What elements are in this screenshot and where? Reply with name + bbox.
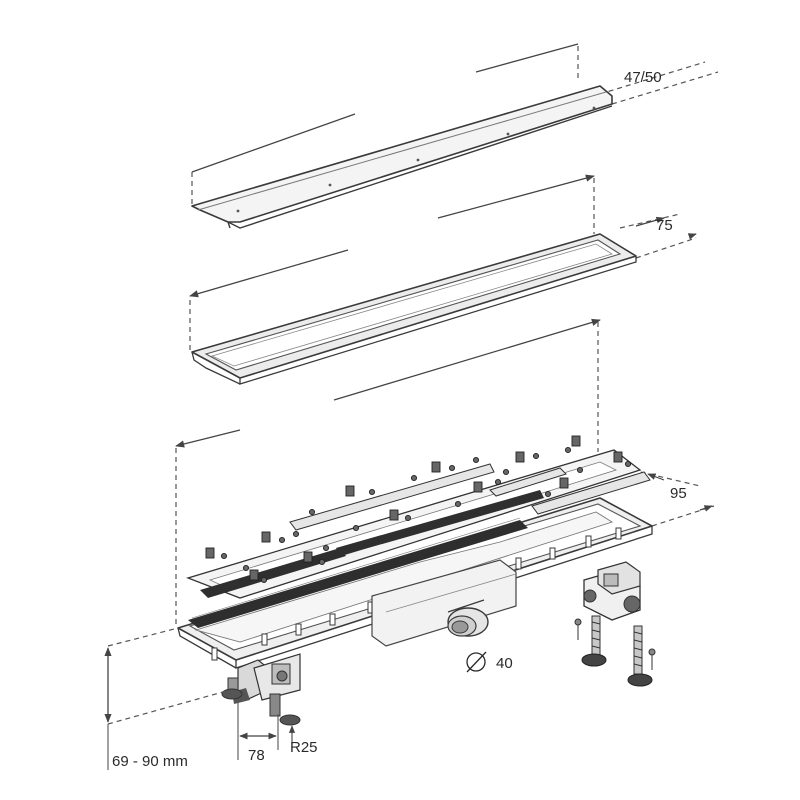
height-dimension: 69 - 90 mm: [104, 627, 231, 770]
outlet-diameter-value: 40: [496, 655, 513, 672]
left-foot-assembly: [221, 653, 301, 726]
channel-body: 40: [175, 318, 715, 726]
grate-height-label: 47/50: [624, 69, 662, 86]
outlet-pipe: [447, 599, 489, 637]
grate-cover: 47/50: [191, 43, 719, 229]
grate-guide-lines: [191, 46, 719, 205]
frame-width-label: 75: [656, 217, 673, 234]
outlet-diameter: 40: [466, 651, 513, 673]
frame-width-arrow: [635, 216, 665, 227]
right-foot-assembly: [574, 561, 656, 687]
foot-spacing-label: 78: [248, 747, 265, 764]
frame-length-arrow: [189, 174, 595, 298]
grate-slots: [236, 106, 596, 213]
grate-length-arrow: [191, 43, 579, 173]
channel-length-arrow: [175, 318, 601, 448]
frame-guide-lines: [189, 178, 697, 352]
foot-radius-label: R25: [290, 739, 318, 756]
clamp-strips: [185, 449, 651, 599]
diameter-symbol-icon: [466, 652, 486, 672]
channel-width-label: 95: [670, 485, 687, 502]
tile-insert-frame: 75: [189, 174, 697, 385]
foot-dimensions: 78 R25: [237, 702, 318, 764]
height-range-label: 69 - 90 mm: [112, 753, 188, 770]
fastening-screws: [205, 435, 632, 584]
